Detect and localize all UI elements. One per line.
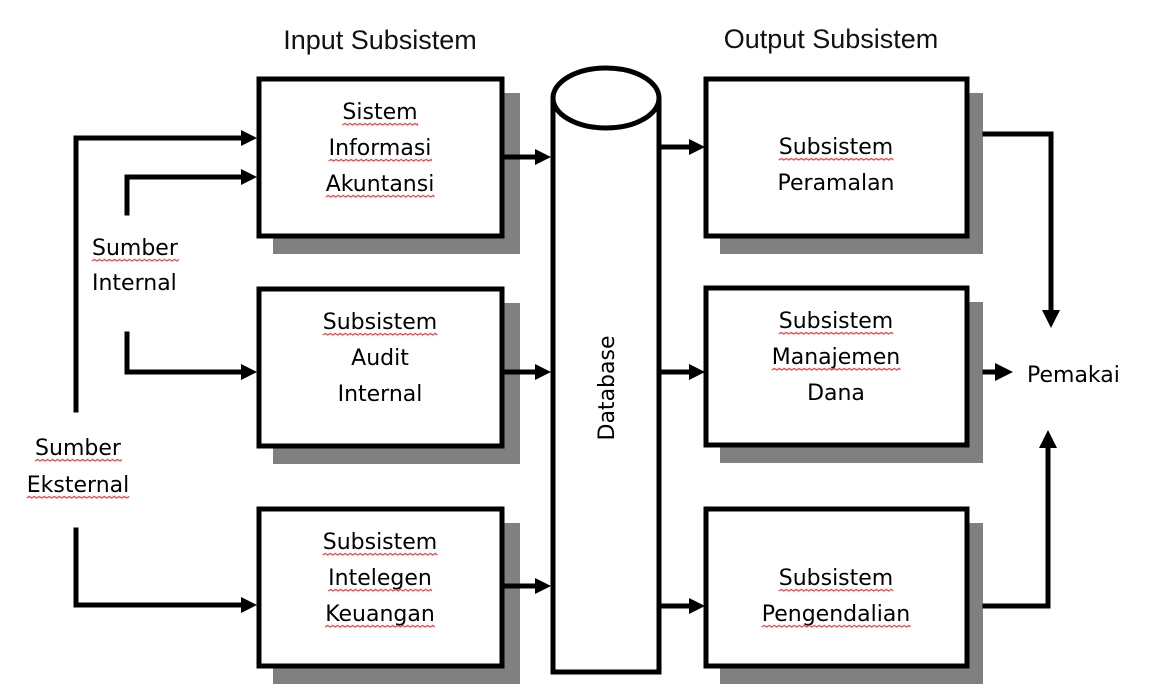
box-label-line: Akuntansi	[326, 172, 435, 197]
spellcheck-underline	[771, 367, 901, 371]
external-source-line-1: Sumber	[35, 436, 122, 461]
internal-to-sia-line	[124, 174, 243, 216]
arrowhead-icon	[241, 130, 257, 146]
arrowhead-icon	[1039, 430, 1057, 448]
input-subsystem-heading: Input Subsistem	[283, 25, 477, 55]
box-frame	[703, 285, 970, 448]
box-frame	[256, 506, 505, 669]
spellcheck-underline	[342, 122, 419, 127]
database-label: Database	[595, 336, 620, 441]
external-source-line-2: Eksternal	[27, 473, 129, 498]
spellcheck-underline	[324, 624, 436, 628]
internal-source-label: Sumber Internal	[91, 236, 180, 296]
arrowhead-icon	[241, 169, 257, 185]
external-to-sia-line	[73, 135, 243, 413]
external-source-label: Sumber Eksternal	[26, 436, 130, 499]
box-label-line: Sistem	[342, 100, 417, 125]
arrowhead-icon	[689, 139, 705, 155]
arrowhead-icon	[535, 578, 551, 594]
arrowhead-icon	[241, 597, 257, 613]
user-label: Pemakai	[1027, 363, 1120, 388]
spellcheck-underline	[778, 588, 894, 592]
internal-source-line-1: Sumber	[92, 236, 179, 261]
external-to-intelegen-line	[73, 527, 243, 608]
spellcheck-underline	[34, 458, 123, 462]
arrowhead-icon	[535, 364, 551, 380]
arrowhead-icon	[241, 364, 257, 380]
internal-to-audit-line	[124, 331, 243, 375]
spellcheck-underline	[26, 495, 130, 499]
arrowhead-icon	[535, 149, 551, 165]
spellcheck-underline	[91, 258, 180, 262]
box-label-line: Manajemen	[772, 345, 900, 370]
database-cylinder: Database	[550, 65, 662, 675]
cylinder-top	[550, 65, 662, 131]
peramalan-to-user-line	[982, 131, 1054, 313]
spellcheck-underline	[322, 552, 438, 556]
spellcheck-underline	[778, 331, 894, 335]
cylinder-body	[550, 98, 662, 675]
box-label-line: Pengendalian	[762, 602, 911, 627]
arrowhead-icon	[689, 364, 705, 380]
spellcheck-underline	[325, 194, 435, 198]
internal-source-line-2: Internal	[92, 271, 177, 296]
spellcheck-underline	[761, 624, 911, 628]
box-label-line: Keuangan	[325, 602, 435, 627]
spellcheck-underline	[322, 332, 438, 336]
pengendalian-to-user-line	[982, 445, 1051, 609]
box-frame	[703, 76, 970, 239]
box-label-line: Informasi	[329, 136, 432, 161]
arrowhead-icon	[689, 598, 705, 614]
spellcheck-underline	[778, 157, 894, 161]
box-frame	[256, 286, 505, 449]
box-label-line: Internal	[338, 382, 423, 407]
output-subsystem-heading: Output Subsistem	[724, 24, 939, 54]
box-label-line: Subsistem	[779, 135, 894, 160]
box-label-line: Audit	[351, 346, 409, 371]
spellcheck-underline	[327, 588, 433, 592]
box-frame	[703, 506, 970, 669]
box-label-line: Dana	[807, 381, 865, 406]
box-label-line: Intelegen	[328, 566, 432, 591]
arrowhead-icon	[1042, 310, 1060, 328]
arrowhead-icon	[995, 363, 1013, 381]
box-frame	[256, 76, 505, 239]
box-label-line: Subsistem	[323, 310, 438, 335]
spellcheck-underline	[328, 158, 432, 162]
box-label-line: Subsistem	[779, 309, 894, 334]
box-label-line: Subsistem	[323, 530, 438, 555]
box-label-line: Peramalan	[778, 171, 895, 196]
box-label-line: Subsistem	[779, 566, 894, 591]
